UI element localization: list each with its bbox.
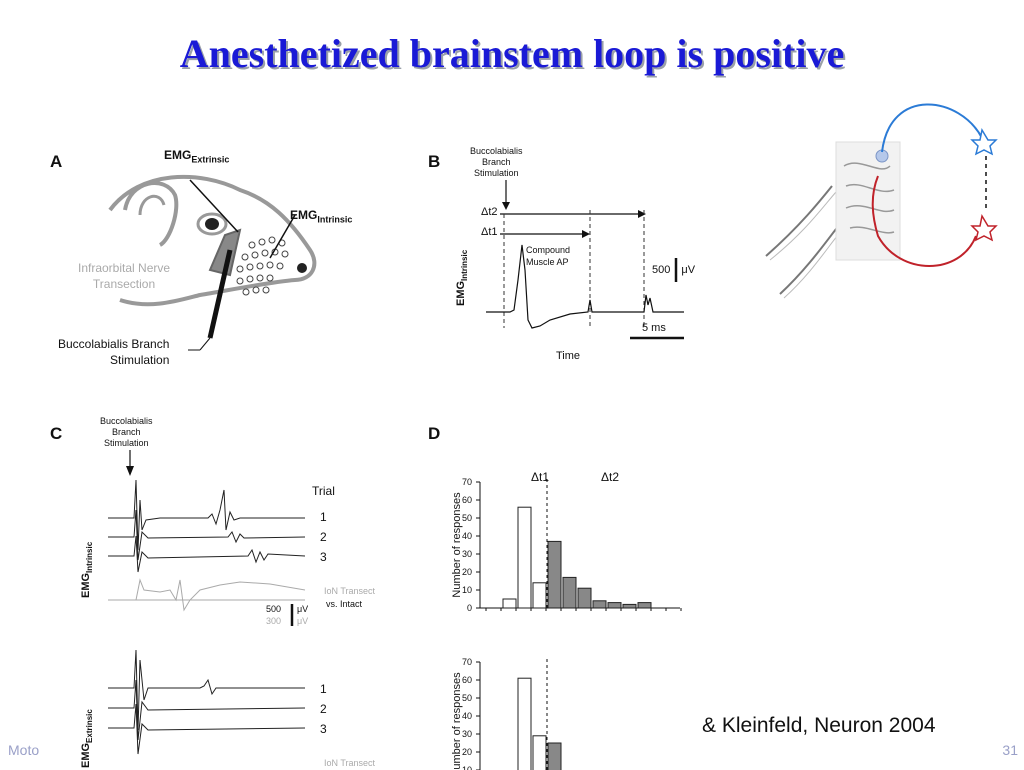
infraorbital-transection-label: Infraorbital Nerve Transection <box>78 261 171 291</box>
trial-header: Trial <box>312 484 335 498</box>
panel-b-trace <box>486 180 684 340</box>
slide-title: Anesthetized brainstem loop is positive <box>179 31 845 76</box>
y-tick-label: 50 <box>462 513 472 523</box>
y-tick-label: 30 <box>462 549 472 559</box>
page-number: 31 <box>1002 742 1018 758</box>
y-tick-label: 70 <box>462 657 472 667</box>
histogram-bar <box>547 540 562 609</box>
histogram-bar <box>607 602 622 609</box>
buccolabialis-stimulation-label: Buccolabialis Branch Stimulation <box>58 337 170 367</box>
panel-b-xlabel: Time <box>556 350 581 362</box>
footer-left-text: Moto <box>8 742 40 758</box>
ion-transect-label: IoN Transect <box>324 586 376 596</box>
y-tick-label: 60 <box>462 675 472 685</box>
y-tick-label: 60 <box>462 495 472 505</box>
panel-d-dt2-label: Δt2 <box>601 470 620 484</box>
histogram-bar <box>592 600 607 609</box>
panel-b-stimulation-label: Buccolabialis Branch Stimulation <box>470 146 523 178</box>
whisker-loop-diagram <box>765 103 998 299</box>
intact-label: vs. Intact <box>326 599 363 609</box>
panel-c-stimulation-label: Buccolabialis Branch Stimulation <box>100 416 153 448</box>
histogram-bar <box>547 742 562 770</box>
histogram-bar <box>532 582 547 609</box>
panel-b-ylabel: EMGIntrinsic <box>455 249 470 306</box>
y-tick-label: 30 <box>462 729 472 739</box>
histogram-y-label: Number of responses <box>451 672 463 770</box>
panel-d-dt1-label: Δt1 <box>531 470 550 484</box>
trial-1-lower-label: 1 <box>320 682 327 696</box>
panel-b-scale-v: 500 μV <box>652 264 696 276</box>
histogram-bar <box>532 735 547 770</box>
trial-2-lower-label: 2 <box>320 702 327 716</box>
histogram-y-label: Number of responses <box>451 492 463 598</box>
histogram-bar <box>517 677 532 770</box>
trial-3-lower-label: 3 <box>320 722 327 736</box>
y-tick-label: 40 <box>462 531 472 541</box>
histogram-bar <box>502 598 517 609</box>
panel-c-traces <box>108 450 306 755</box>
y-tick-label: 50 <box>462 693 472 703</box>
trial-3-label: 3 <box>320 550 327 564</box>
histogram-bar <box>517 506 532 609</box>
scale-unit-gray-label: μV <box>297 616 309 626</box>
scale-unit-label: μV <box>297 604 309 614</box>
citation: & Kleinfeld, Neuron 2004 <box>700 712 942 740</box>
panel-c-ylabel-intrinsic: EMGIntrinsic <box>80 541 95 598</box>
histogram-bar <box>562 576 577 609</box>
panel-c-ylabel-extrinsic: EMGExtrinsic <box>80 709 95 768</box>
panel-b-letter: B <box>428 152 441 171</box>
panel-b-scale-t: 5 ms <box>642 322 666 334</box>
emg-intrinsic-label: EMGIntrinsic <box>290 208 353 225</box>
scale-500-label: 500 <box>266 604 282 614</box>
rat-head-drawing <box>108 174 317 351</box>
emg-extrinsic-label: EMGExtrinsic <box>164 148 230 165</box>
scale-300-label: 300 <box>266 616 282 626</box>
y-tick-label: 20 <box>462 567 472 577</box>
compound-ap-label: Compound Muscle AP <box>526 245 571 267</box>
panel-c-letter: C <box>50 424 63 443</box>
y-tick-label: 20 <box>462 747 472 757</box>
y-tick-label: 10 <box>462 585 472 595</box>
panel-b-dt2-label: Δt2 <box>481 206 498 218</box>
histogram-bar <box>637 602 652 609</box>
y-tick-label: 70 <box>462 477 472 487</box>
trial-2-label: 2 <box>320 530 327 544</box>
panel-d-letter: D <box>428 424 441 443</box>
panel-a-letter: A <box>50 152 63 171</box>
trial-1-label: 1 <box>320 510 327 524</box>
histogram-bar <box>577 587 592 609</box>
y-tick-label: 0 <box>467 603 472 613</box>
histogram-bar <box>622 603 637 609</box>
panel-b-dt1-label: Δt1 <box>481 226 498 238</box>
ion-transect-lower-label: IoN Transect <box>324 758 376 768</box>
y-tick-label: 40 <box>462 711 472 721</box>
